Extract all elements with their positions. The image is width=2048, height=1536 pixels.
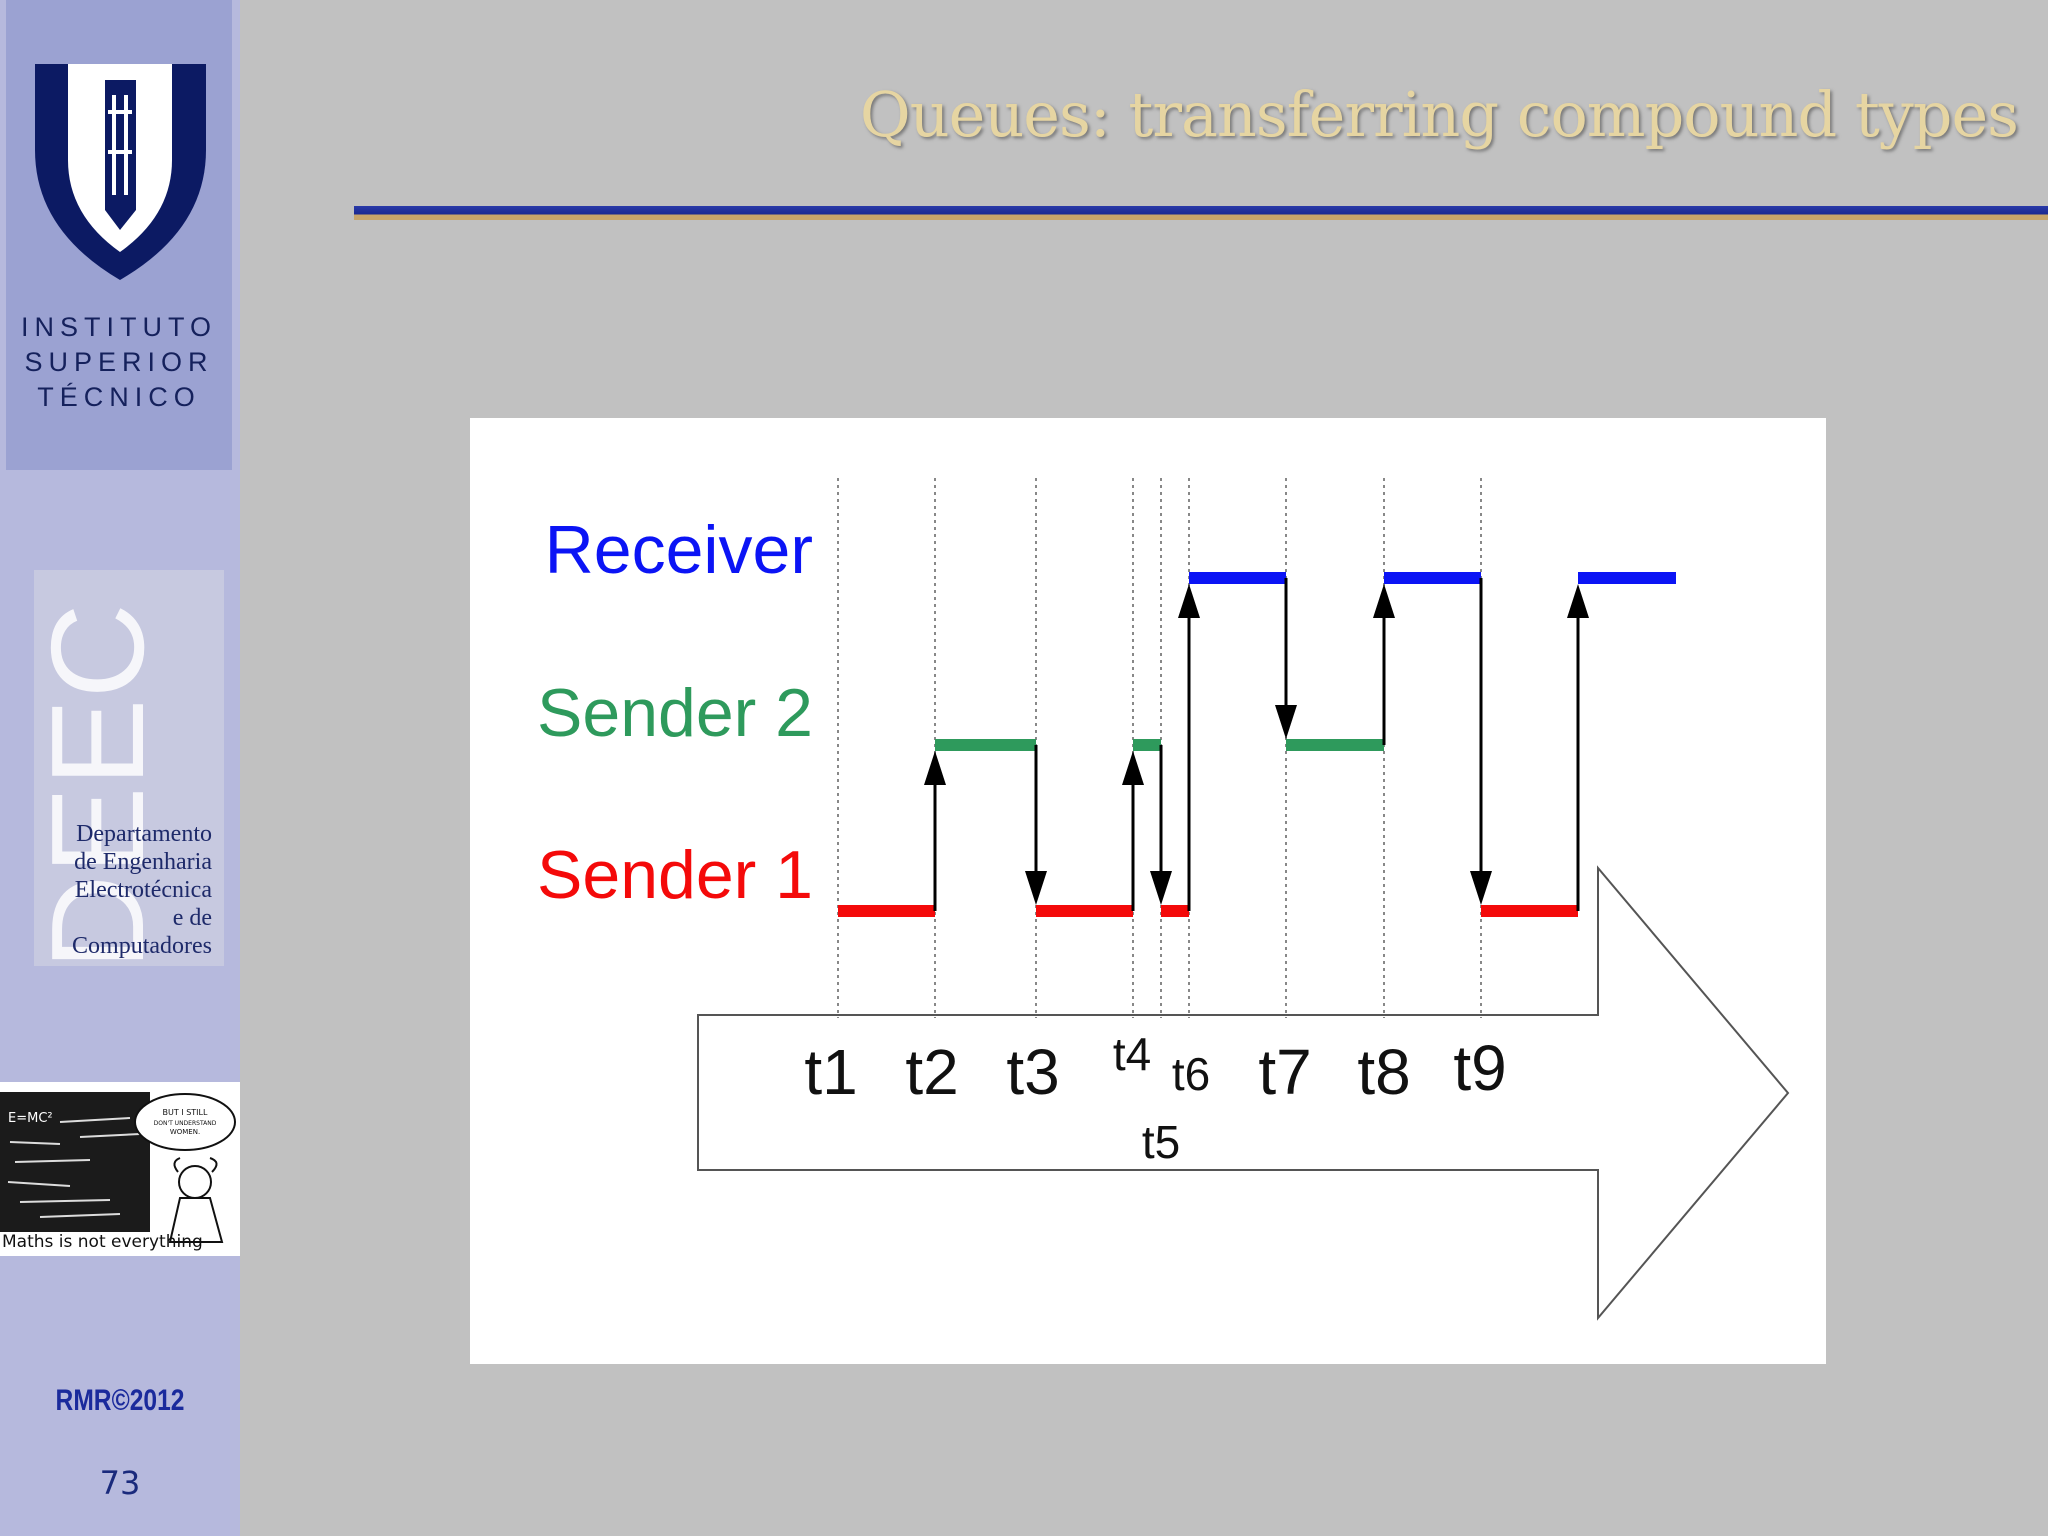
row-label-receiver: Receiver (545, 512, 813, 588)
arrowhead (1373, 584, 1395, 618)
tick-label-t9: t9 (1453, 1032, 1506, 1104)
copyright: RMR©2012 (55, 1384, 185, 1417)
sidebar: INSTITUTO SUPERIOR TÉCNICO DEEC Departam… (0, 0, 240, 1536)
arrowhead (1122, 751, 1144, 785)
einstein-cartoon: E=MC² BUT I STILL DON'T UNDERSTAND WOMEN… (0, 1082, 240, 1256)
department-line: Departamento (76, 821, 212, 847)
arrowhead (1025, 871, 1047, 905)
tick-label-t1: t1 (804, 1036, 857, 1108)
deec-acronym: DEEC (28, 603, 168, 970)
arrowhead (1178, 584, 1200, 618)
speech-line: DON'T UNDERSTAND (154, 1120, 217, 1127)
arrowhead (1470, 871, 1492, 905)
activity-segments (838, 572, 1676, 917)
tick-label-t7: t7 (1258, 1036, 1311, 1108)
time-guides (837, 478, 1482, 1018)
deec-logo (34, 570, 224, 966)
ist-logo: INSTITUTO SUPERIOR TÉCNICO (6, 0, 232, 470)
arrowhead (1150, 871, 1172, 905)
tick-label-t6: t6 (1172, 1048, 1210, 1100)
slide-title: Queues: transferring compound types (859, 78, 2019, 151)
arrowhead (1567, 584, 1589, 618)
speech-line: WOMEN. (170, 1128, 200, 1136)
ist-shield-icon (35, 64, 206, 280)
chalkboard-drawing: E=MC² BUT I STILL DON'T UNDERSTAND WOMEN… (0, 1092, 236, 1243)
chalkboard-formula: E=MC² (8, 1111, 53, 1126)
row-label-sender-1: Sender 1 (537, 837, 813, 913)
tick-label-t8: t8 (1357, 1036, 1410, 1108)
department-line: Electrotécnica (74, 877, 212, 903)
institution-line: INSTITUTO (20, 312, 217, 342)
deec-acronym-text: DEEC (28, 603, 168, 970)
timing-diagram-canvas: Receiver Sender 2 Sender 1 t1 t2 t3 t4 t… (537, 478, 1790, 1321)
tick-label-t3: t3 (1006, 1036, 1059, 1108)
institution-line: SUPERIOR (24, 347, 214, 377)
tick-label-t5: t5 (1142, 1116, 1180, 1168)
arrowhead (1275, 705, 1297, 739)
title-underline (354, 206, 2048, 220)
arrowhead (924, 751, 946, 785)
institution-line: TÉCNICO (37, 382, 201, 412)
time-axis-arrow (697, 865, 1790, 1321)
department-line: e de (172, 905, 212, 931)
tick-label-t2: t2 (905, 1036, 958, 1108)
speech-line: BUT I STILL (163, 1108, 208, 1117)
page-number: 73 (99, 1464, 141, 1502)
department-line: Computadores (72, 933, 212, 959)
context-switch-arrows (924, 578, 1589, 911)
institution-name: INSTITUTO SUPERIOR TÉCNICO (6, 310, 232, 415)
department-line: de Engenharia (74, 849, 212, 875)
tick-label-t4: t4 (1113, 1028, 1151, 1080)
row-label-sender-2: Sender 2 (537, 675, 813, 751)
cartoon-caption: Maths is not everything (2, 1232, 203, 1252)
department-name: Departamento de Engenharia Electrotécnic… (20, 820, 212, 960)
timing-diagram: Receiver Sender 2 Sender 1 t1 t2 t3 t4 t… (470, 418, 1826, 1364)
